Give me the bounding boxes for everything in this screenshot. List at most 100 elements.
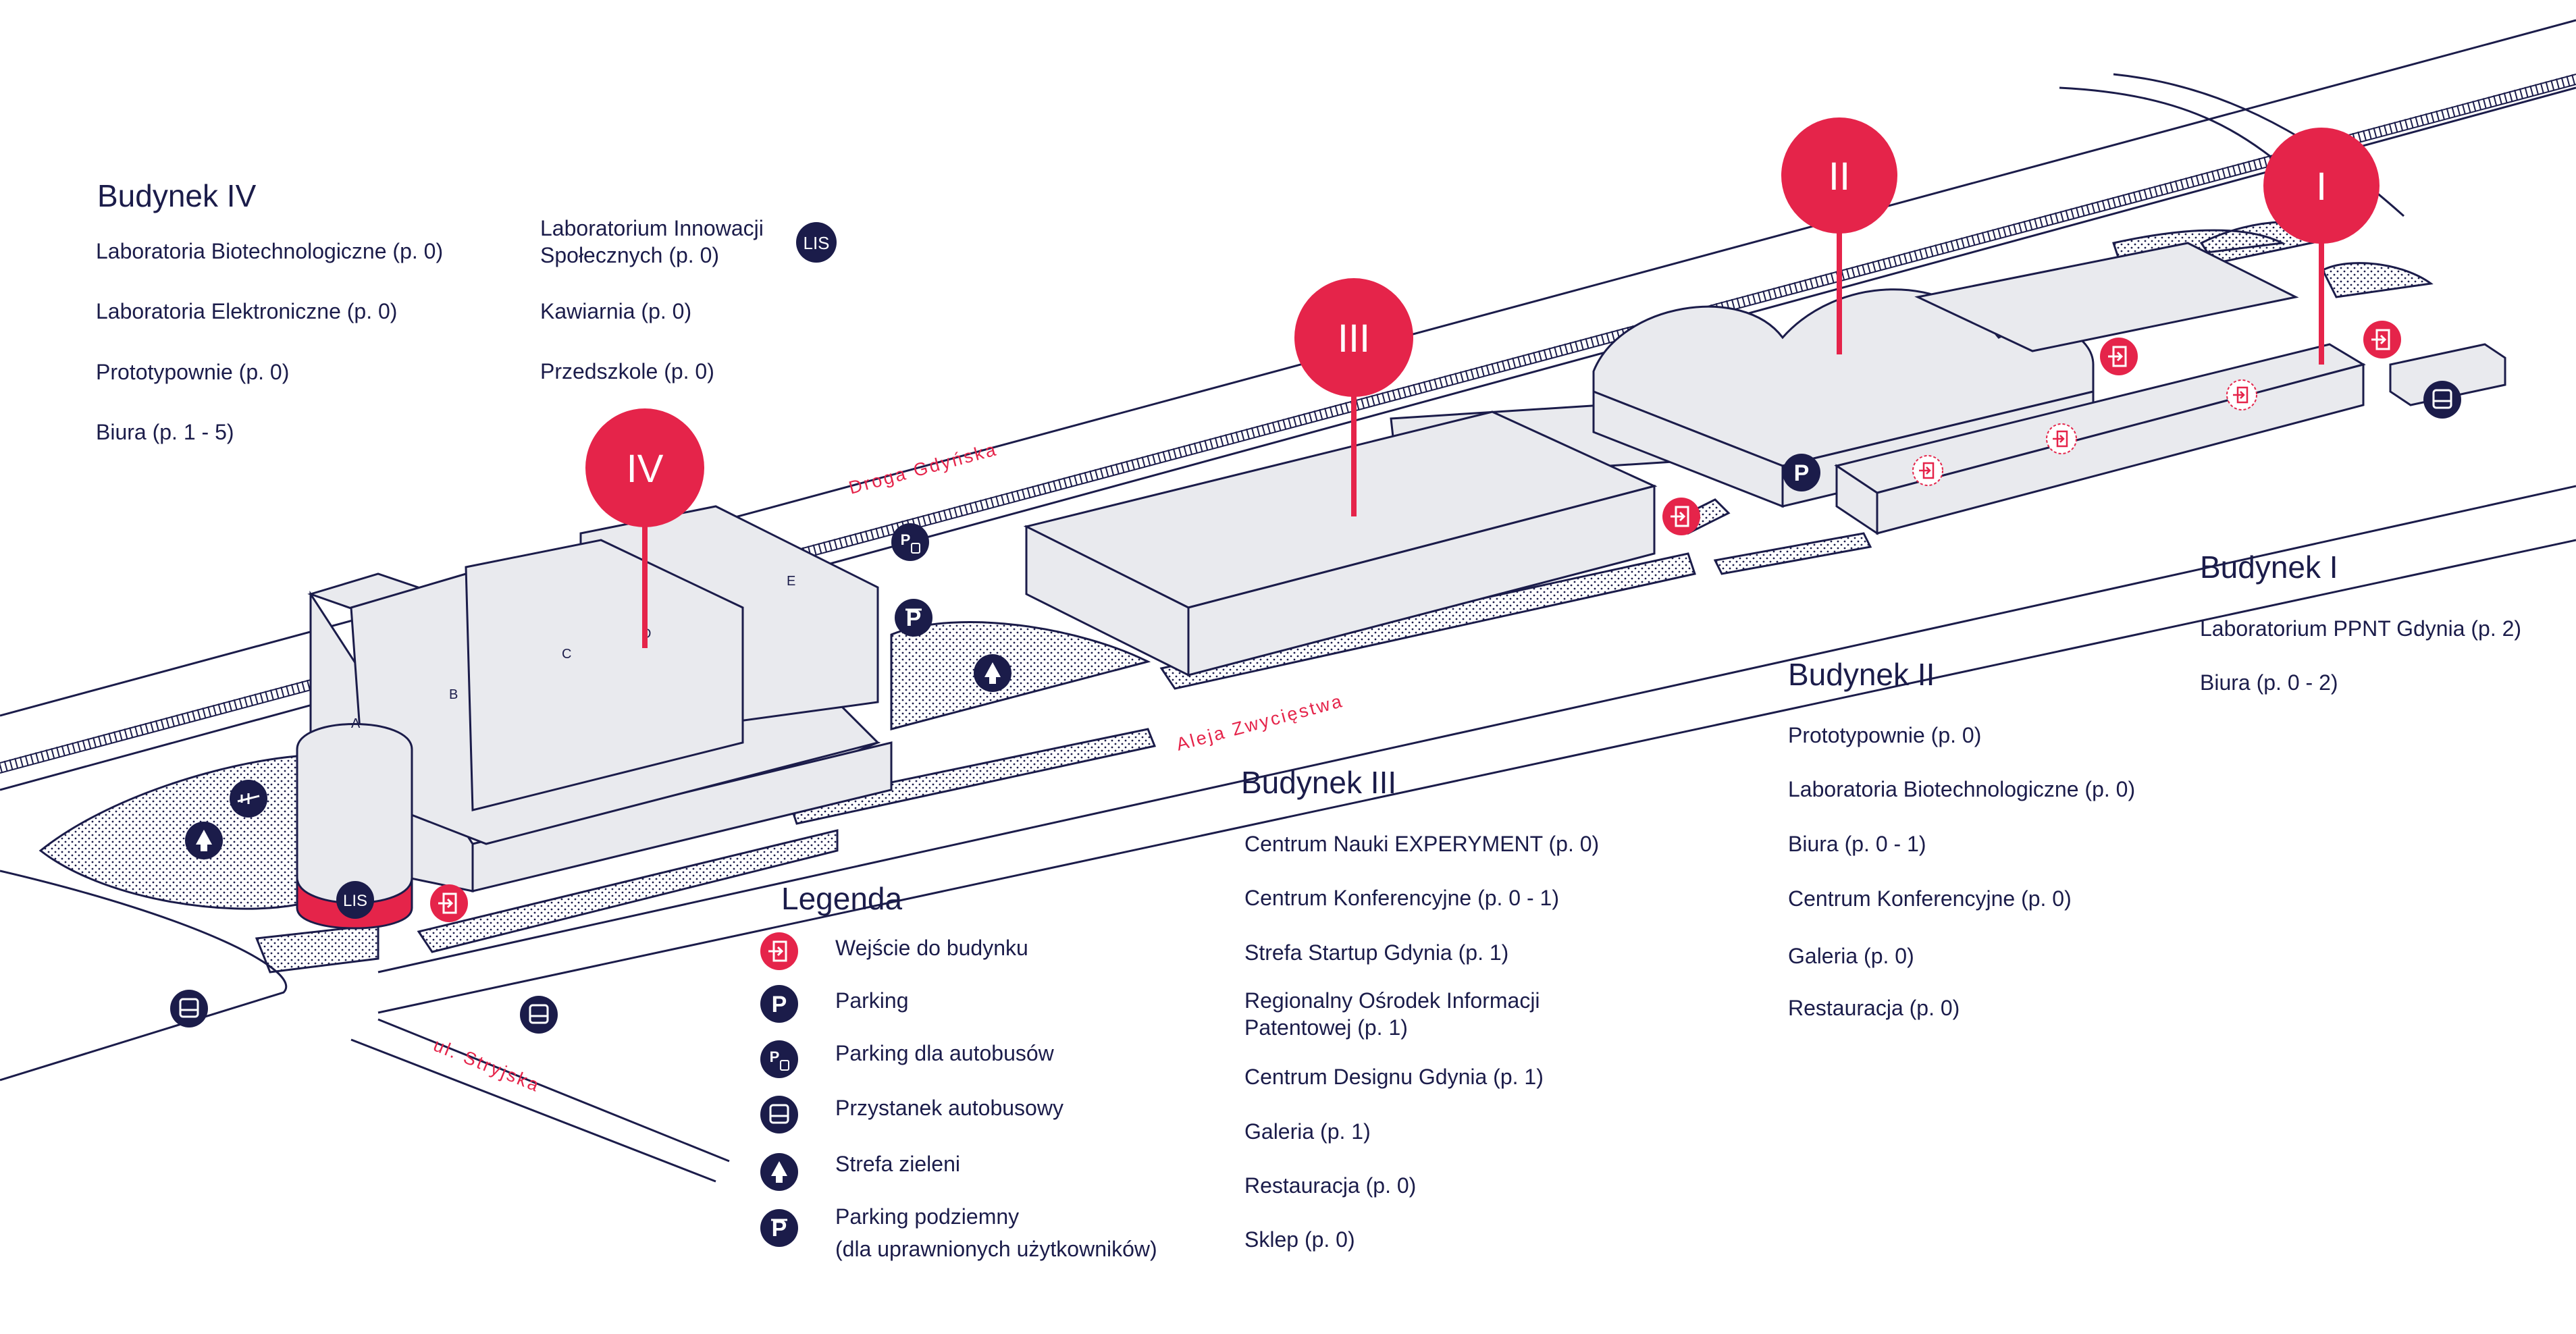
- entrance-inner-icon[interactable]: [1912, 455, 1943, 486]
- parking-icon[interactable]: P: [1783, 454, 1820, 491]
- legend-label: Parking podziemny: [835, 1204, 1020, 1229]
- legend-entrance-icon: [760, 932, 798, 970]
- green-zone: [417, 829, 839, 953]
- building-iii: [1023, 397, 1716, 677]
- legend-parking-icon: P: [760, 985, 798, 1023]
- b4-item: Przedszkole (p. 0): [540, 359, 714, 383]
- b3-item: Regionalny Ośrodek Informacji Patentowej…: [1244, 988, 1540, 1040]
- section-b: B: [449, 687, 458, 702]
- svg-text:P: P: [770, 1048, 780, 1065]
- legend-bus-stop-icon: [760, 1096, 798, 1133]
- bus-parking-icon[interactable]: P: [891, 523, 929, 561]
- legend-label: Parking dla autobusów: [835, 1041, 1054, 1065]
- b2-title: Budynek II: [1788, 657, 1935, 692]
- bus-stop-icon[interactable]: [2423, 381, 2461, 419]
- b3-title: Budynek III: [1241, 765, 1397, 800]
- green-zone: [890, 620, 1151, 730]
- marker-i-label: I: [2316, 165, 2327, 209]
- marker-ii-label: II: [1829, 155, 1850, 198]
- building-iv: [296, 505, 893, 930]
- svg-text:P: P: [901, 531, 911, 548]
- svg-text:P: P: [772, 1216, 787, 1242]
- b2-item: Laboratoria Biotechnologiczne (p. 0): [1788, 777, 2136, 801]
- entrance-inner-icon[interactable]: [2046, 423, 2077, 454]
- b2-item: Galeria (p. 0): [1788, 944, 1914, 968]
- svg-text:P: P: [906, 606, 922, 631]
- green-zone: [1159, 552, 1696, 690]
- green-zone: [2321, 262, 2434, 298]
- road-edge: [350, 1038, 716, 1183]
- entrance-inner-icon[interactable]: [2226, 379, 2257, 410]
- road-edge: [377, 539, 2576, 1014]
- b1-item: Biura (p. 0 - 2): [2200, 670, 2338, 695]
- marker-iii[interactable]: [1294, 278, 1413, 397]
- street-stryjska: ul. Stryjska: [431, 1035, 544, 1096]
- green-zone: [255, 924, 379, 973]
- legend-label: Parking: [835, 988, 909, 1013]
- svg-text:P: P: [772, 992, 787, 1017]
- green-zone: [38, 755, 298, 910]
- b4-item-lis: Laboratorium Innowacji Społecznych (p. 0…: [540, 216, 764, 267]
- lis-icon: LIS: [796, 222, 837, 263]
- legend-label: Wejście do budynku: [835, 936, 1028, 960]
- b4-item: Biura (p. 1 - 5): [96, 420, 234, 444]
- svg-text:P: P: [1794, 460, 1810, 486]
- b4-item: Kawiarnia (p. 0): [540, 299, 692, 323]
- b4-title: Budynek IV: [97, 178, 257, 213]
- section-e: E: [787, 574, 795, 589]
- b4-item: Prototypownie (p. 0): [96, 360, 290, 384]
- marker-iv-label: IV: [627, 447, 664, 491]
- b3-item: Centrum Nauki EXPERYMENT (p. 0): [1244, 832, 1600, 856]
- marker-ii[interactable]: [1781, 117, 1897, 234]
- underground-parking-icon[interactable]: P: [895, 599, 932, 637]
- b3-item: Centrum Designu Gdynia (p. 1): [1244, 1065, 1544, 1089]
- entrance-icon[interactable]: [2100, 338, 2138, 375]
- tree-icon: [185, 822, 223, 859]
- entrance-icon[interactable]: [1662, 498, 1700, 535]
- bus-stop-icon[interactable]: [520, 996, 558, 1034]
- b2-item: Prototypownie (p. 0): [1788, 723, 1982, 747]
- section-c: C: [562, 647, 571, 662]
- street-aleja-zwyciestwa: Aleja Zwycięstwa: [1174, 691, 1346, 755]
- legend-note: (dla uprawnionych użytkowników): [835, 1237, 1157, 1261]
- svg-text:LIS: LIS: [343, 892, 367, 910]
- legend-label: Przystanek autobusowy: [835, 1096, 1063, 1120]
- b3-item: Strefa Startup Gdynia (p. 1): [1244, 940, 1509, 965]
- legend-title: Legenda: [781, 881, 903, 916]
- b2-item: Restauracja (p. 0): [1788, 996, 1960, 1020]
- marker-iii-label: III: [1338, 317, 1370, 361]
- lis-badge[interactable]: LIS: [336, 881, 374, 919]
- road-edge: [0, 870, 288, 1082]
- legend-tree-icon: [760, 1153, 798, 1191]
- street-droga-gdynska: Droga Gdyńska: [847, 439, 1000, 498]
- b1-item: Laboratorium PPNT Gdynia (p. 2): [2200, 616, 2522, 641]
- b4-item: Laboratoria Biotechnologiczne (p. 0): [96, 239, 444, 263]
- marker-iv[interactable]: [585, 408, 704, 527]
- b1-title: Budynek I: [2200, 550, 2338, 585]
- b3-item: Centrum Konferencyjne (p. 0 - 1): [1244, 886, 1559, 910]
- map-icons: P P P LIS: [170, 321, 2461, 1034]
- building-markers: IV III II I: [585, 117, 2380, 648]
- b3-item: Sklep (p. 0): [1244, 1227, 1355, 1252]
- b2-item: Biura (p. 0 - 1): [1788, 832, 1926, 856]
- b2-item: Centrum Konferencyjne (p. 0): [1788, 886, 2072, 911]
- road-edge: [377, 485, 2576, 973]
- building-section-letters: A B C D E: [351, 574, 795, 731]
- b4-item: Laboratoria Elektroniczne (p. 0): [96, 299, 398, 323]
- b3-item: Galeria (p. 1): [1244, 1119, 1371, 1144]
- green-zones: [38, 221, 2434, 973]
- svg-text:LIS: LIS: [803, 233, 829, 253]
- green-zone: [1713, 532, 1872, 575]
- bus-stop-icon[interactable]: [170, 990, 208, 1028]
- playground-icon: [230, 780, 267, 818]
- b3-item: Restauracja (p. 0): [1244, 1173, 1417, 1198]
- green-zone: [789, 728, 1157, 825]
- legend-underground-parking-icon: P: [760, 1209, 798, 1247]
- legend-label: Strefa zieleni: [835, 1152, 960, 1176]
- marker-i[interactable]: [2263, 128, 2380, 244]
- entrance-icon[interactable]: [2363, 321, 2401, 358]
- road-edge: [377, 1018, 730, 1163]
- entrance-icon[interactable]: [430, 884, 468, 922]
